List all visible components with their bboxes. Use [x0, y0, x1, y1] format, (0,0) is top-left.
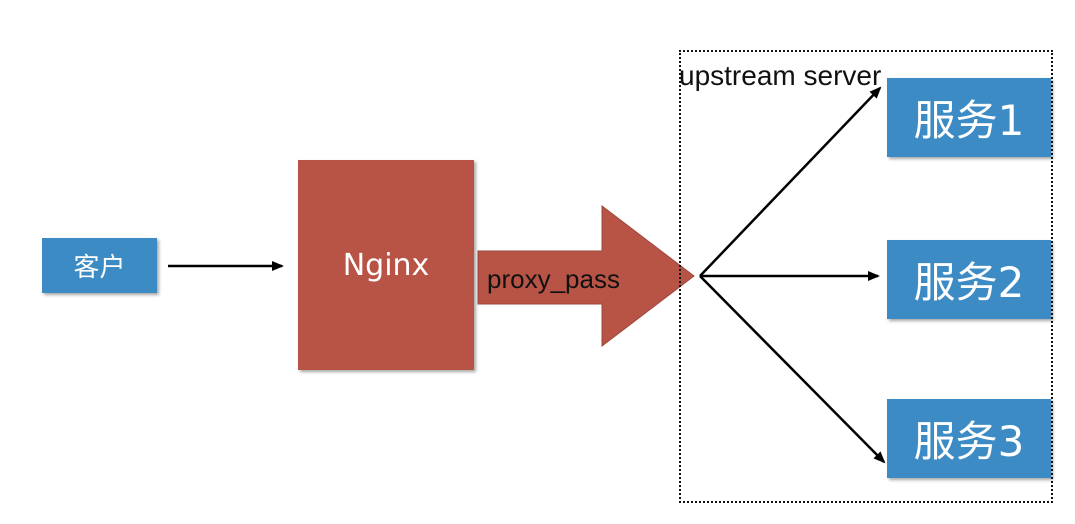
upstream-server-label: upstream server — [679, 60, 882, 91]
proxy-pass-arrow — [477, 204, 695, 348]
service-1-box: 服务1 — [887, 78, 1051, 157]
proxy-to-service1-arrow — [699, 86, 882, 277]
service-1-label: 服务1 — [913, 96, 1025, 145]
service-3-box: 服务3 — [887, 399, 1051, 478]
service-3-label: 服务3 — [913, 417, 1025, 466]
proxy-to-service3-arrow — [699, 275, 886, 464]
upstream-server-frame — [679, 50, 1053, 503]
service-2-label: 服务2 — [913, 258, 1025, 307]
service-2-box: 服务2 — [887, 240, 1051, 319]
client-label: 客户 — [73, 253, 126, 283]
nginx-box: Nginx — [298, 160, 474, 370]
proxy-pass-label: proxy_pass — [487, 264, 620, 294]
client-box: 客户 — [42, 238, 157, 293]
nginx-label: Nginx — [342, 248, 430, 283]
